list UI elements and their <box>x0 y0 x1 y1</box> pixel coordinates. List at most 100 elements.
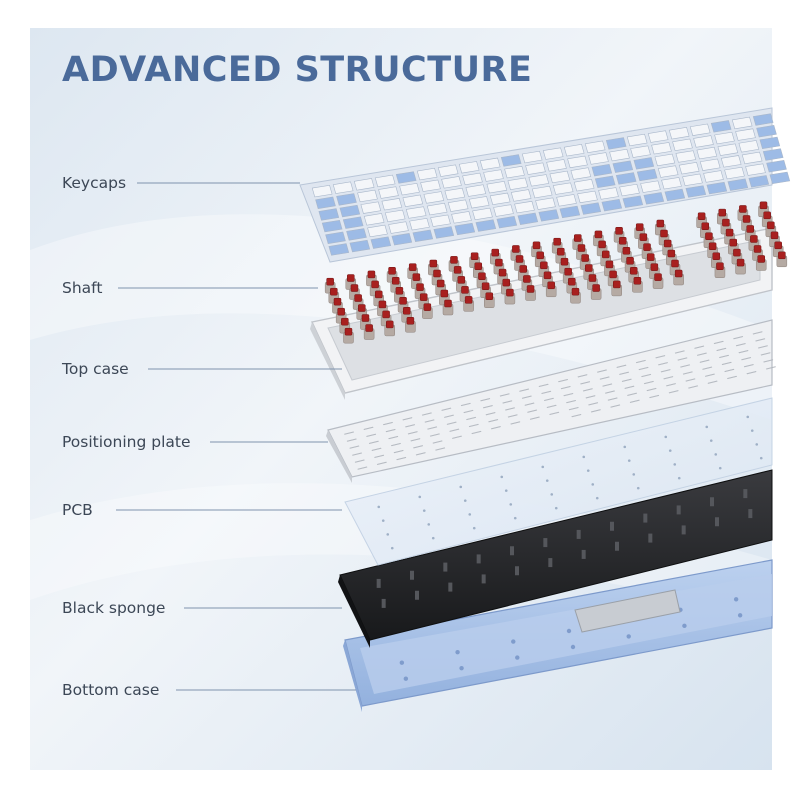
label-shaft: Shaft <box>62 279 103 297</box>
keycap <box>661 177 682 190</box>
pcb-component <box>673 463 677 466</box>
plate-cutout <box>629 399 640 403</box>
switch-stem <box>778 251 786 260</box>
keycap <box>391 233 413 246</box>
keycap <box>717 143 739 156</box>
switch-stem <box>629 267 638 275</box>
plate-cutout <box>432 440 443 444</box>
switch-stem <box>367 270 376 279</box>
switch-stem <box>656 219 665 228</box>
plate-cutout <box>393 449 404 454</box>
switch-stem <box>526 285 535 293</box>
keycap <box>500 154 522 167</box>
plate-cutout <box>391 442 401 447</box>
switch-stem <box>330 287 338 296</box>
switch-stem <box>371 280 379 289</box>
keycap <box>598 187 619 200</box>
plate-cutout <box>688 385 699 389</box>
switch-stem <box>347 274 355 282</box>
switch-stem <box>585 264 593 272</box>
keycap <box>731 116 753 130</box>
switch-stem <box>326 277 334 286</box>
plate-cutout <box>424 419 435 423</box>
switch-stem <box>654 273 662 281</box>
plate-cutout <box>441 407 452 411</box>
plate-cutout <box>549 411 560 416</box>
keycap <box>630 145 651 158</box>
plate-cutout <box>713 340 724 345</box>
switch-shaft-layer <box>324 201 788 344</box>
keycap <box>748 175 770 188</box>
keycap <box>633 157 655 170</box>
plate-cutout <box>366 433 377 437</box>
keycap <box>580 202 602 215</box>
switch-stem <box>697 212 706 220</box>
keycap <box>367 224 388 238</box>
keycap <box>675 150 697 163</box>
plate-cutout <box>649 394 660 399</box>
pcb-component <box>513 516 517 520</box>
pcb-component <box>431 536 435 540</box>
keycap <box>689 123 711 136</box>
plate-cutout <box>363 426 374 430</box>
plate-cutout <box>385 428 396 433</box>
switch-stem <box>598 240 606 249</box>
plate-cutout <box>668 390 679 394</box>
pcb-component <box>472 526 476 530</box>
keycap <box>405 206 427 219</box>
switch-stem <box>358 304 366 312</box>
switch-stem <box>729 238 737 247</box>
switch-stem <box>553 237 561 246</box>
switch-stem <box>674 269 683 278</box>
switch-stem <box>498 268 507 277</box>
switch-stem <box>759 201 768 210</box>
switch-stem <box>354 294 362 302</box>
keycap <box>647 130 669 143</box>
keycaps-layer <box>299 107 791 263</box>
switch-stem <box>716 262 724 270</box>
keycap <box>682 173 703 187</box>
keycap <box>332 181 354 194</box>
keycap <box>357 189 378 203</box>
plate-cutout <box>480 398 491 402</box>
keycap <box>601 198 623 212</box>
switch-stem <box>412 273 421 281</box>
black-sponge-layer <box>338 469 773 648</box>
keycap <box>311 184 333 198</box>
plate-cutout <box>566 399 577 404</box>
plate-cutout <box>685 378 696 382</box>
switch-stem <box>440 289 449 298</box>
plate-cutout <box>421 412 432 416</box>
pcb-component <box>755 443 759 446</box>
switch-stem <box>416 283 424 291</box>
switch-stem <box>408 263 417 271</box>
keycap <box>724 166 745 180</box>
keycap <box>651 142 672 155</box>
plate-cutout <box>582 388 593 392</box>
keycap <box>483 169 504 182</box>
plate-cutout <box>407 431 418 435</box>
case-screw-hole <box>511 639 516 644</box>
keycap <box>454 222 476 236</box>
sponge-standoff <box>581 549 586 559</box>
plate-cutout <box>568 406 579 411</box>
keycap <box>703 170 724 183</box>
plate-cutout <box>383 421 393 426</box>
switch-stem <box>618 237 627 245</box>
keycap <box>412 229 434 243</box>
switch-stem <box>378 300 387 309</box>
plate-cutout <box>660 369 671 373</box>
keycap <box>762 148 784 161</box>
plate-cutout <box>452 435 462 439</box>
case-screw-hole <box>626 634 631 639</box>
plate-cutout <box>505 407 515 411</box>
plate-cutout <box>694 345 705 349</box>
plate-cutout <box>585 395 596 399</box>
case-screw-hole <box>399 660 405 665</box>
label-black-sponge: Black sponge <box>62 599 166 617</box>
keycap <box>538 209 560 222</box>
switch-stem <box>543 271 552 280</box>
switch-stem <box>419 293 428 301</box>
switch-stem <box>770 231 779 240</box>
switch-stem <box>602 250 610 259</box>
